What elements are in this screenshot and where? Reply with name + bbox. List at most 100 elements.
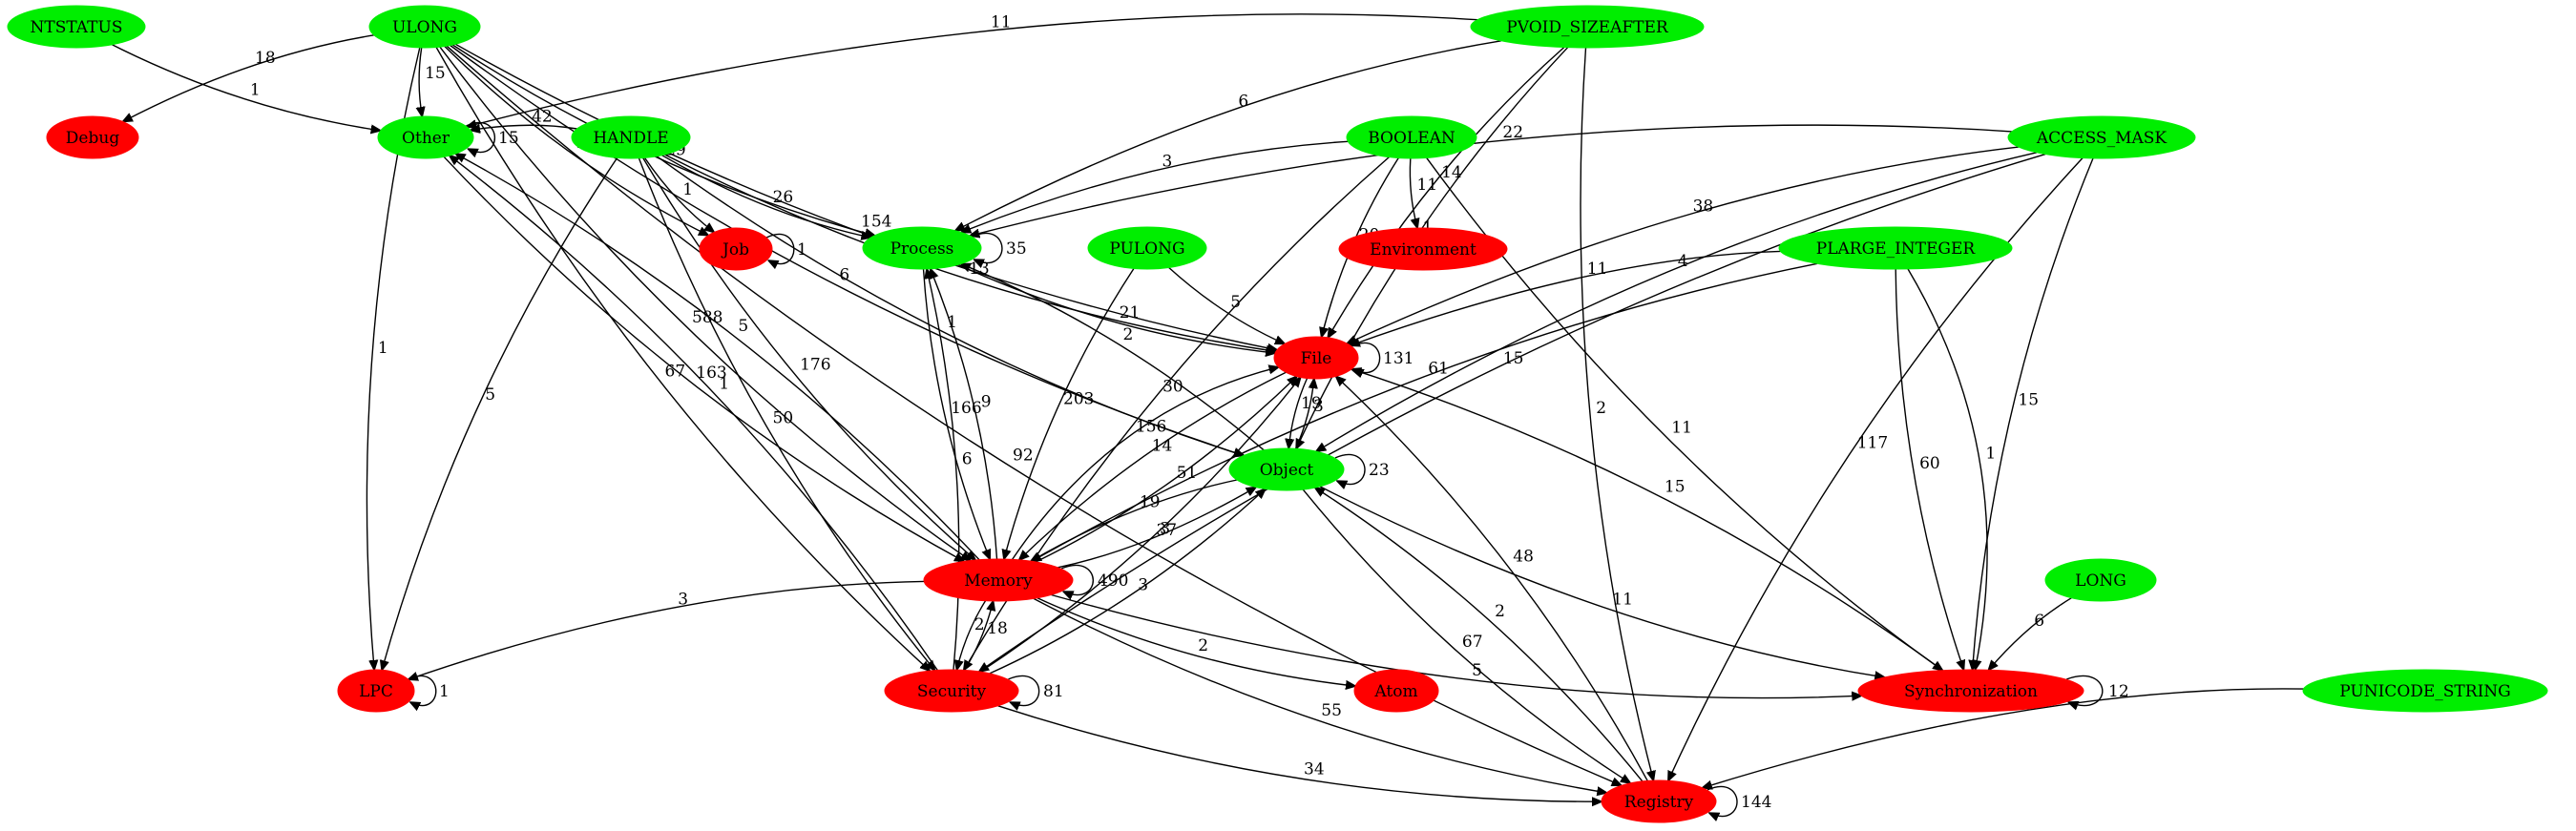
edge-ntstatus-to-other: 1 xyxy=(112,44,380,131)
edge-weight-label: 14 xyxy=(1441,163,1462,182)
edge-weight-label: 5 xyxy=(1472,661,1482,680)
edge-weight-label: 15 xyxy=(425,64,446,83)
edge-access_mask-to-synchronization: 15 xyxy=(1973,157,2094,670)
edge-registry-to-file: 48 xyxy=(1336,376,1648,781)
edge-synchronization-to-synchronization: 12 xyxy=(2066,675,2129,706)
edge-security-to-other: 1 xyxy=(450,156,938,671)
edge-weight-label: 2 xyxy=(974,615,985,634)
edge-lpc-to-lpc: 1 xyxy=(408,675,450,706)
node-job: Job xyxy=(699,227,773,271)
edge-ulong-to-memory: 588 xyxy=(439,46,971,560)
edge-weight-label: 14 xyxy=(1152,437,1173,456)
edge-line xyxy=(643,157,715,232)
edge-security-to-registry: 34 xyxy=(997,705,1602,801)
edge-weight-label: 26 xyxy=(773,188,794,207)
node-label: PLARGE_INTEGER xyxy=(1816,239,1977,259)
edge-line xyxy=(1973,157,2094,670)
edge-line xyxy=(1058,488,1256,569)
edge-weight-label: 92 xyxy=(1013,447,1034,466)
edge-weight-label: 3 xyxy=(1162,152,1173,171)
node-shape xyxy=(1778,226,2013,270)
edge-registry-to-registry: 144 xyxy=(1707,785,1771,817)
edge-weight-label: 6 xyxy=(2034,612,2044,631)
node-label: Job xyxy=(721,240,749,260)
edge-weight-label: 6 xyxy=(962,450,973,469)
edge-line xyxy=(2066,675,2104,706)
edge-weight-label: 18 xyxy=(987,619,1008,638)
edge-job-to-job: 1 xyxy=(766,234,807,264)
edge-weight-label: 61 xyxy=(1428,360,1449,379)
edge-registry-to-object: 2 xyxy=(1315,488,1644,782)
edge-handle-to-other: 42 xyxy=(471,107,577,130)
edge-line xyxy=(1035,377,1297,563)
edge-weight-label: 4 xyxy=(1678,252,1688,271)
edge-weight-label: 15 xyxy=(1503,349,1524,368)
node-file: File xyxy=(1273,336,1359,380)
edge-line xyxy=(661,155,871,238)
edge-line xyxy=(1409,157,1417,228)
edge-line xyxy=(957,263,1275,353)
edge-object-to-process: 2 xyxy=(961,264,1265,451)
edge-line xyxy=(1031,479,1238,561)
edge-weight-label: 3 xyxy=(1138,576,1148,595)
edge-boolean-to-environment: 11 xyxy=(1409,157,1438,228)
node-shape xyxy=(377,115,474,159)
node-environment: Environment xyxy=(1338,227,1508,271)
edge-plarge_integer-to-memory: 61 xyxy=(1032,262,1818,561)
edge-weight-label: 19 xyxy=(1301,394,1322,413)
edge-weight-label: 18 xyxy=(255,49,276,68)
edge-line xyxy=(927,269,960,671)
edge-line xyxy=(970,124,2012,236)
edge-line xyxy=(439,46,971,560)
edge-pvoid_sizeafter-to-file: 14 xyxy=(1328,47,1565,338)
edge-weight-label: 2 xyxy=(1198,636,1208,655)
edge-weight-label: 1 xyxy=(797,240,807,260)
edge-memory-to-memory: 490 xyxy=(1061,564,1128,595)
node-object: Object xyxy=(1228,447,1345,491)
edge-memory-to-object: 3 xyxy=(1058,488,1256,569)
edge-line xyxy=(961,264,1265,451)
edge-memory-to-lpc: 3 xyxy=(408,580,925,679)
edge-weight-label: 81 xyxy=(1043,682,1064,701)
edge-weight-label: 176 xyxy=(800,356,830,375)
edge-weight-label: 11 xyxy=(1417,176,1438,195)
node-shape xyxy=(7,5,146,49)
edge-memory-to-atom: 2 xyxy=(1037,597,1355,686)
edge-long-to-synchronization: 6 xyxy=(1989,597,2072,671)
edge-weight-label: 154 xyxy=(861,212,891,231)
edge-line xyxy=(638,157,934,671)
edge-line xyxy=(1895,268,1963,670)
edge-object-to-registry: 67 xyxy=(1302,488,1630,783)
edge-layer: 1181511151291546142263112214135613203815… xyxy=(112,13,2304,817)
edge-weight-label: 117 xyxy=(1857,433,1888,452)
edge-pulong-to-memory: 203 xyxy=(1004,268,1135,559)
edge-handle-to-process: 26 xyxy=(661,155,871,238)
edge-file-to-file: 131 xyxy=(1351,343,1414,373)
node-shape xyxy=(1346,115,1477,159)
edge-memory-to-registry: 55 xyxy=(1033,597,1606,793)
edge-line xyxy=(443,156,964,561)
edge-memory-to-other: 5 xyxy=(455,154,980,561)
node-lpc: LPC xyxy=(337,669,415,713)
node-label: ULONG xyxy=(392,18,457,37)
edge-line xyxy=(112,44,380,131)
edge-weight-label: 3 xyxy=(678,590,688,609)
edge-handle-to-lpc: 5 xyxy=(382,157,618,670)
edge-handle-to-memory: 176 xyxy=(642,157,975,561)
edge-weight-label: 3 xyxy=(1313,397,1324,416)
edge-line xyxy=(931,269,998,560)
edge-plarge_integer-to-synchronization: 1 xyxy=(1907,268,1996,670)
edge-weight-label: 12 xyxy=(2108,682,2129,701)
edge-weight-label: 50 xyxy=(773,409,794,428)
edge-line xyxy=(1989,597,2072,671)
node-shape xyxy=(1087,226,1207,270)
node-shape xyxy=(1273,336,1359,380)
edge-line xyxy=(1288,378,1309,449)
edge-plarge_integer-to-synchronization: 60 xyxy=(1895,268,1963,670)
edge-memory-to-process: 9 xyxy=(931,269,998,560)
edge-access_mask-to-security: 15 xyxy=(979,153,2046,672)
edge-line xyxy=(989,488,1266,675)
node-label: File xyxy=(1301,349,1332,368)
